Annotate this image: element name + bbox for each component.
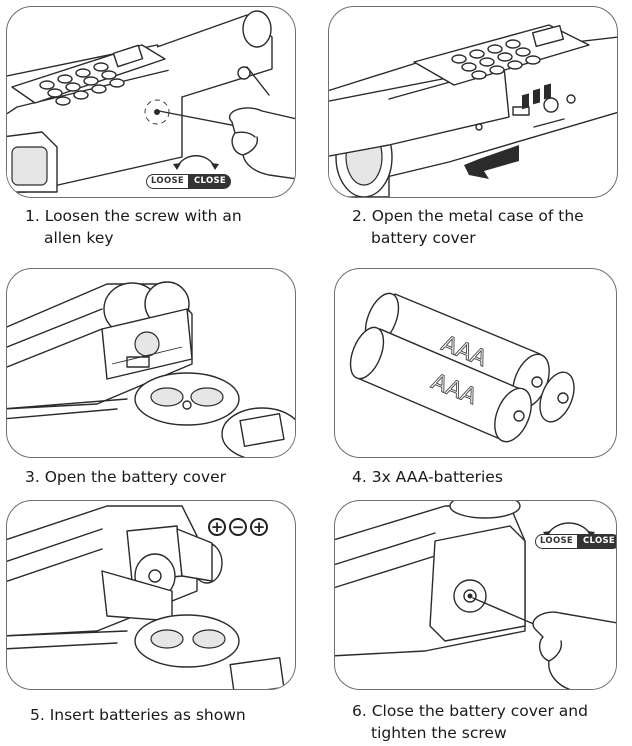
step-3-line-1: 3. Open the battery cover [25, 468, 226, 486]
step-2-illustration [328, 6, 618, 198]
step-5-line-1: 5. Insert batteries as shown [30, 706, 246, 724]
step-1-line-1: 1. Loosen the screw with an [25, 207, 242, 225]
step-6-caption: 6. Close the battery cover and tighten t… [352, 700, 588, 744]
step-2-caption: 2. Open the metal case of the battery co… [352, 205, 584, 249]
close-label: CLOSE [578, 534, 616, 549]
step-2-line-1: 2. Open the metal case of the [352, 207, 584, 225]
minus-sign-icon: − [229, 518, 247, 536]
loose-label: LOOSE [146, 174, 189, 189]
step-3-illustration [6, 268, 296, 458]
loose-label: LOOSE [535, 534, 578, 549]
step-6-line-2: tighten the screw [371, 724, 507, 742]
step-4-line-1: 4. 3x AAA-batteries [352, 468, 503, 486]
step-3-caption: 3. Open the battery cover [25, 466, 226, 488]
loose-close-indicator: LOOSE CLOSE [146, 174, 232, 189]
plus-sign-icon: + [208, 518, 226, 536]
step-1-line-2: allen key [44, 229, 114, 247]
step-6-line-1: 6. Close the battery cover and [352, 702, 588, 720]
step-6-illustration: LOOSE CLOSE [334, 500, 617, 690]
close-label: CLOSE [189, 174, 232, 189]
step-4-illustration: AAA AAA [334, 268, 617, 458]
step-1-illustration: LOOSE CLOSE [6, 6, 296, 198]
polarity-signs: + − + [208, 518, 268, 536]
plus-sign-icon: + [250, 518, 268, 536]
step-4-caption: 4. 3x AAA-batteries [352, 466, 503, 488]
step-1-caption: 1. Loosen the screw with an allen key [25, 205, 242, 249]
step-5-illustration: + − + [6, 500, 296, 690]
step-5-caption: 5. Insert batteries as shown [30, 704, 246, 726]
step-2-line-2: battery cover [371, 229, 476, 247]
loose-close-indicator: LOOSE CLOSE [535, 534, 616, 549]
